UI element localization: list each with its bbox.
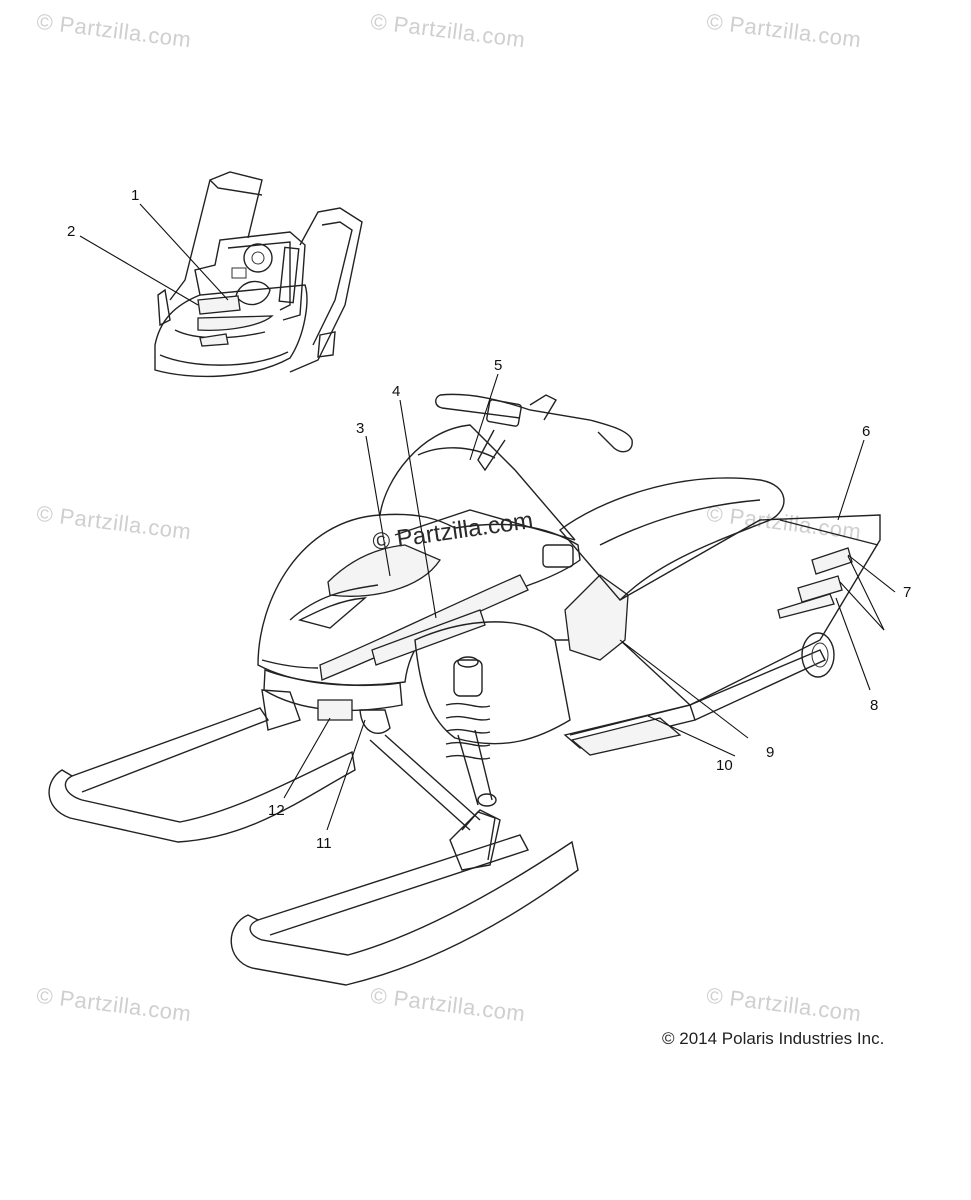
callout-12: 12 <box>268 802 285 819</box>
leader-lines <box>79 203 896 831</box>
callout-2: 2 <box>67 223 75 240</box>
callout-8: 8 <box>870 697 878 714</box>
callout-4: 4 <box>392 383 400 400</box>
callout-1: 1 <box>131 187 139 204</box>
callout-7: 7 <box>903 584 911 601</box>
callouts: 1 2 3 4 5 6 7 8 9 10 11 12 <box>67 187 911 852</box>
callout-5: 5 <box>494 357 502 374</box>
callout-6: 6 <box>862 423 870 440</box>
callout-9: 9 <box>766 744 774 761</box>
copyright-notice: © 2014 Polaris Industries Inc. <box>662 1029 885 1048</box>
hood-inset <box>154 171 363 378</box>
callout-3: 3 <box>356 420 364 437</box>
callout-10: 10 <box>716 757 733 774</box>
snowmobile-body <box>48 393 881 986</box>
callout-11: 11 <box>316 835 332 852</box>
